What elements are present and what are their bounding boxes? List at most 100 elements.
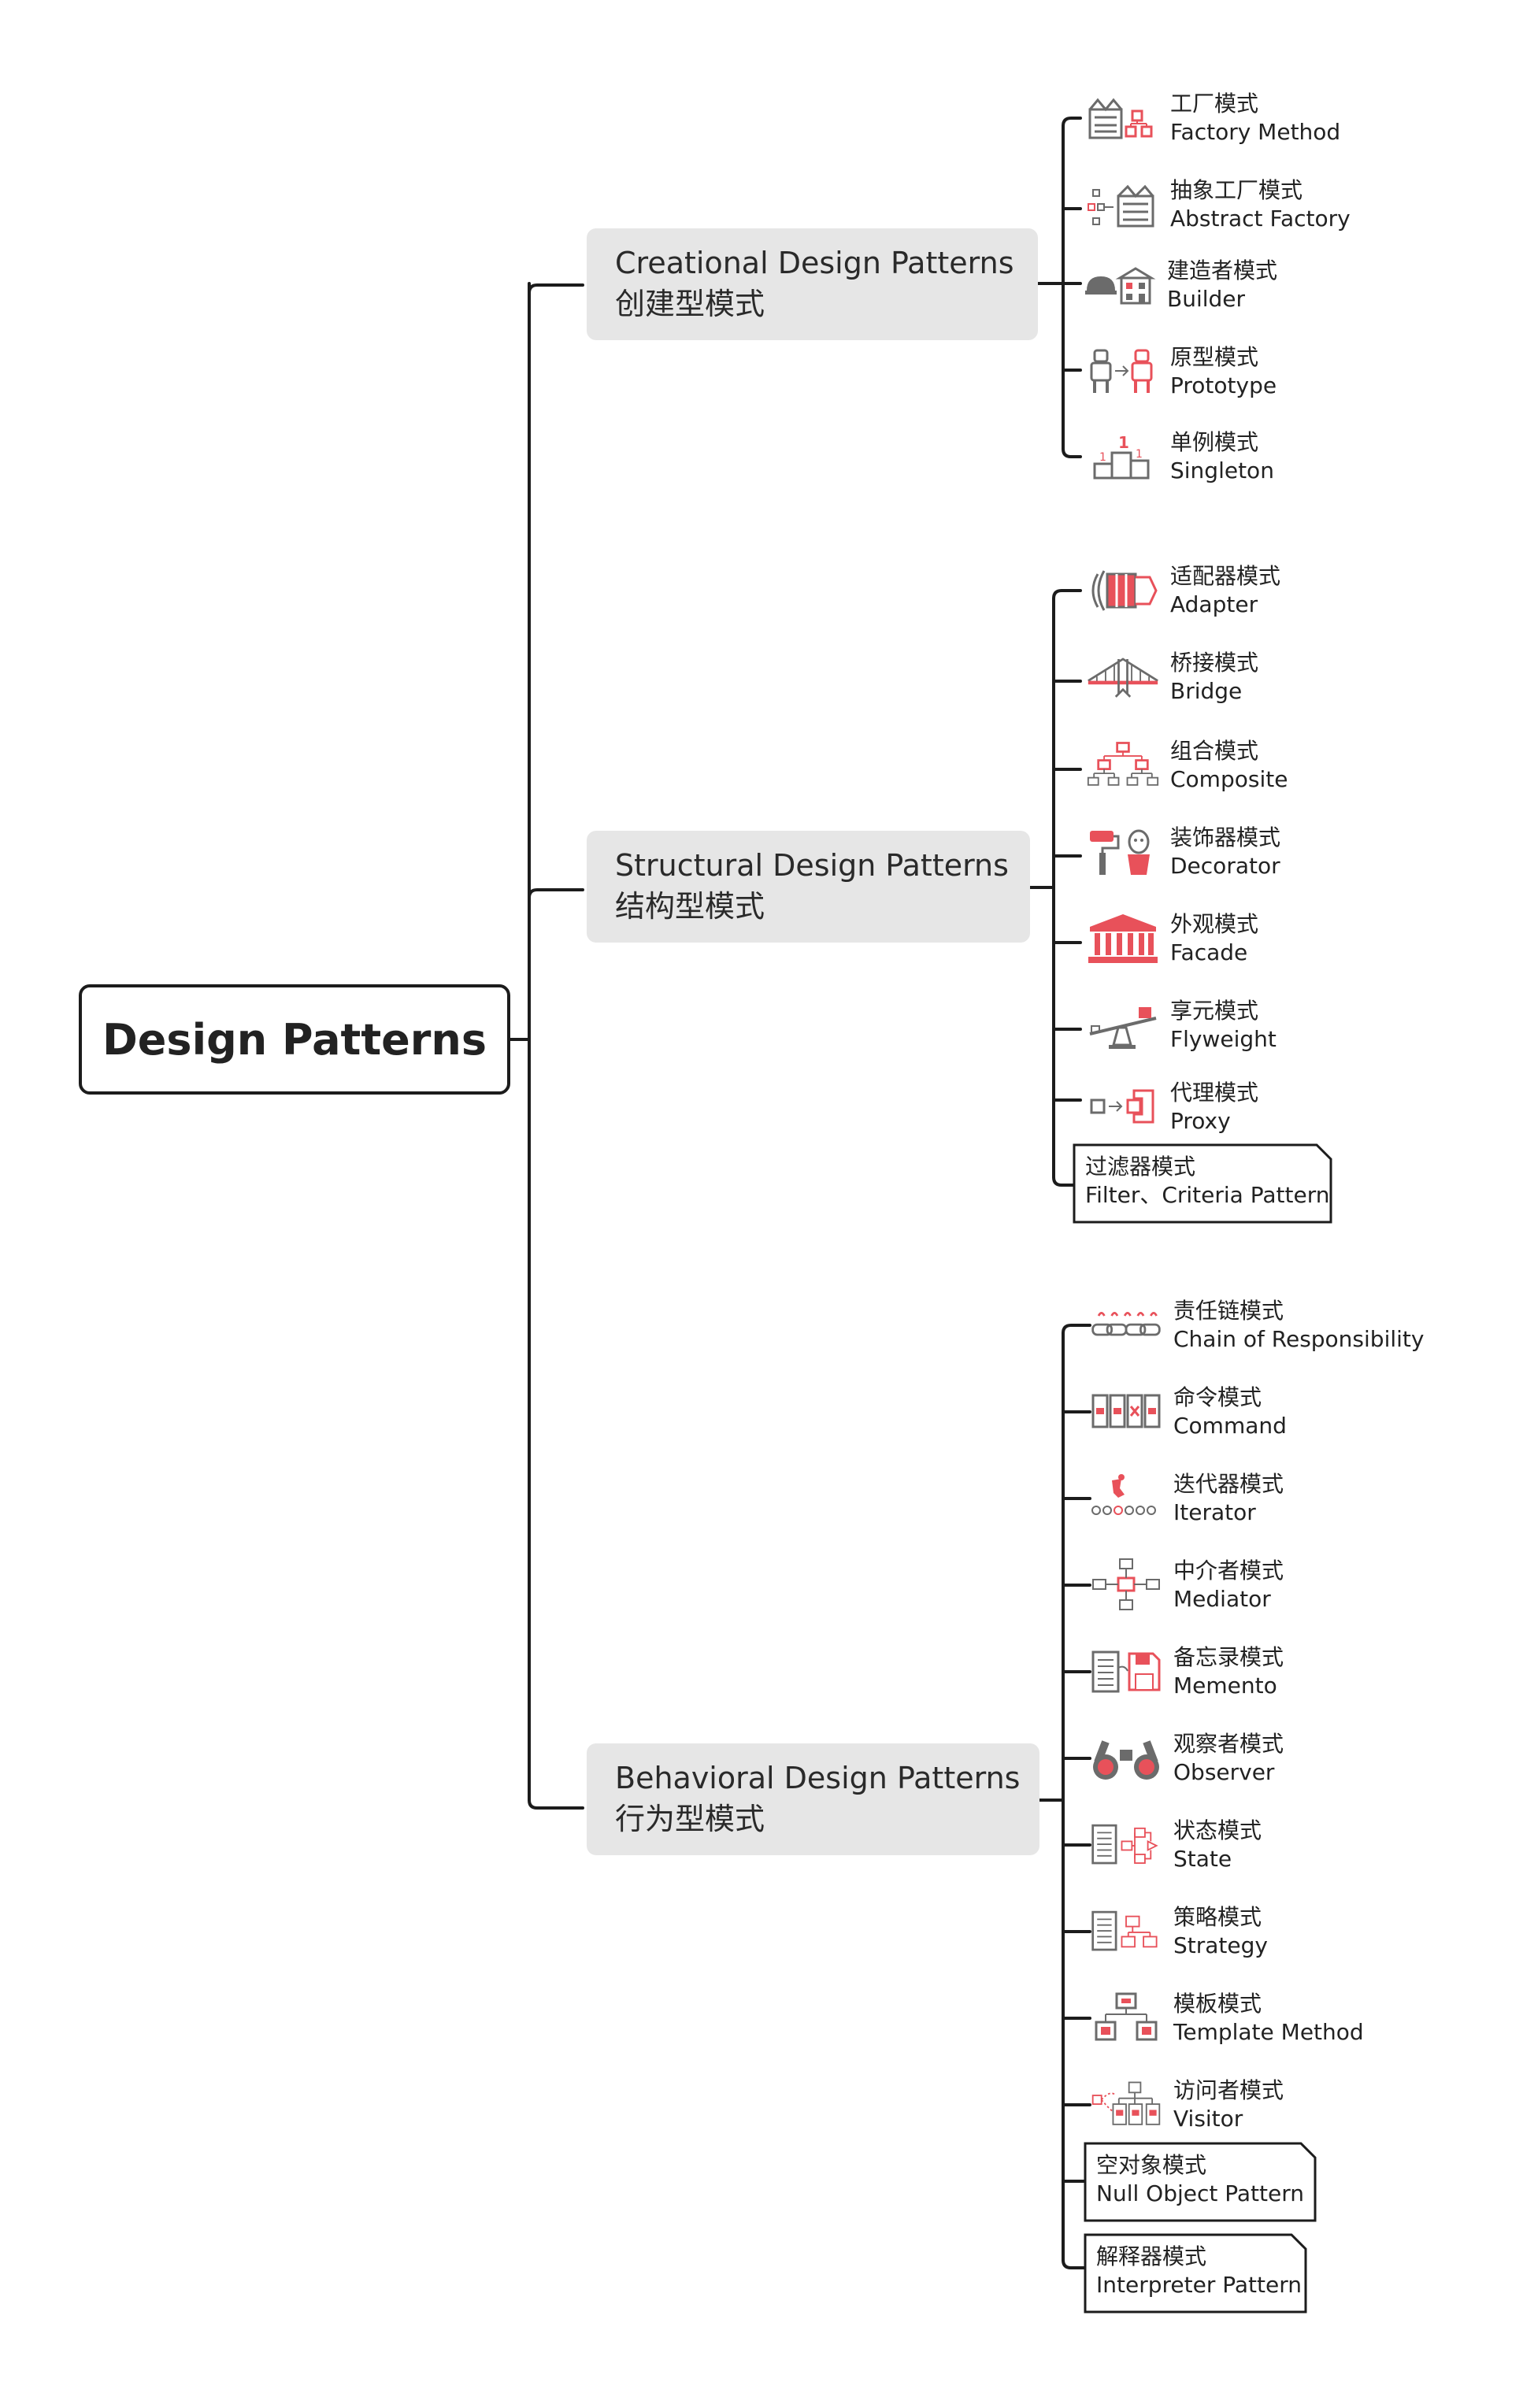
adapter-icon xyxy=(1091,570,1158,611)
leaf-observer[interactable]: 观察者模式 Observer xyxy=(1090,1721,1284,1796)
leaf-mediator[interactable]: 中介者模式 Mediator xyxy=(1090,1547,1284,1623)
leaf-en: Template Method xyxy=(1173,2019,1364,2045)
leaf-zh: 迭代器模式 xyxy=(1173,1471,1284,1497)
strategy-icon xyxy=(1091,1910,1158,1951)
note-null-object[interactable]: 空对象模式 Null Object Pattern xyxy=(1084,2142,1317,2222)
leaf-zh: 中介者模式 xyxy=(1173,1558,1284,1584)
leaf-flyweight[interactable]: 享元模式 Flyweight xyxy=(1087,987,1277,1063)
note-zh: 过滤器模式 xyxy=(1085,1154,1196,1180)
leaf-zh: 备忘录模式 xyxy=(1173,1644,1284,1670)
note-zh: 空对象模式 xyxy=(1096,2152,1207,2178)
singleton-icon: 1 1 1 xyxy=(1093,433,1150,480)
leaf-en: State xyxy=(1173,1846,1232,1872)
leaf-en: Bridge xyxy=(1170,678,1243,704)
category-creational[interactable]: Creational Design Patterns 创建型模式 xyxy=(587,228,1038,340)
leaf-facade[interactable]: 外观模式 Facade xyxy=(1087,901,1258,976)
leaf-en: Facade xyxy=(1170,939,1248,965)
leaf-composite[interactable]: 组合模式 Composite xyxy=(1087,728,1288,803)
root-label: Design Patterns xyxy=(102,1014,487,1065)
svg-text:1: 1 xyxy=(1099,451,1106,464)
leaf-visitor[interactable]: 访问者模式 Visitor xyxy=(1090,2067,1284,2143)
leaf-zh: 代理模式 xyxy=(1170,1080,1259,1106)
note-filter[interactable]: 过滤器模式 Filter、Criteria Pattern xyxy=(1073,1143,1332,1224)
category-structural[interactable]: Structural Design Patterns 结构型模式 xyxy=(587,831,1030,943)
leaf-zh: 建造者模式 xyxy=(1167,257,1278,283)
leaf-zh: 桥接模式 xyxy=(1170,650,1259,676)
leaf-en: Prototype xyxy=(1170,372,1277,398)
prototype-icon xyxy=(1090,349,1153,393)
leaf-memento[interactable]: 备忘录模式 Memento xyxy=(1090,1634,1284,1710)
note-en: Filter、Criteria Pattern xyxy=(1085,1182,1330,1208)
proxy-icon xyxy=(1090,1089,1154,1124)
leaf-zh: 外观模式 xyxy=(1170,911,1259,937)
note-en: Null Object Pattern xyxy=(1096,2180,1304,2206)
decorator-icon xyxy=(1090,829,1150,875)
leaf-zh: 模板模式 xyxy=(1173,1991,1262,2017)
builder-icon xyxy=(1085,267,1156,305)
chain-icon xyxy=(1091,1312,1161,1336)
leaf-prototype[interactable]: 原型模式 Prototype xyxy=(1087,334,1277,409)
leaf-zh: 访问者模式 xyxy=(1173,2077,1284,2103)
category-behavioral[interactable]: Behavioral Design Patterns 行为型模式 xyxy=(587,1743,1039,1855)
svg-text:1: 1 xyxy=(1118,433,1129,452)
svg-text:1: 1 xyxy=(1136,448,1143,461)
leaf-zh: 装饰器模式 xyxy=(1170,824,1281,850)
leaf-zh: 状态模式 xyxy=(1173,1817,1262,1843)
note-en: Interpreter Pattern xyxy=(1096,2272,1302,2298)
leaf-zh: 单例模式 xyxy=(1170,429,1259,455)
category-title-zh: 结构型模式 xyxy=(615,889,765,924)
note-frame xyxy=(1084,2233,1307,2314)
leaf-en: Command xyxy=(1173,1413,1287,1439)
template-icon xyxy=(1095,1992,1158,2041)
note-frame xyxy=(1073,1143,1332,1224)
leaf-en: Singleton xyxy=(1170,458,1274,483)
bridge-icon xyxy=(1088,658,1158,698)
leaf-decorator[interactable]: 装饰器模式 Decorator xyxy=(1087,814,1280,890)
leaf-singleton[interactable]: 1 1 1 单例模式 Singleton xyxy=(1087,419,1274,495)
leaf-zh: 适配器模式 xyxy=(1170,563,1281,589)
leaf-en: Iterator xyxy=(1173,1499,1256,1525)
state-icon xyxy=(1091,1824,1158,1865)
leaf-builder[interactable]: 建造者模式 Builder xyxy=(1084,247,1277,323)
binoculars-icon xyxy=(1093,1740,1159,1780)
leaf-bridge[interactable]: 桥接模式 Bridge xyxy=(1087,639,1258,715)
leaf-zh: 享元模式 xyxy=(1170,998,1259,1024)
category-title-en: Creational Design Patterns xyxy=(615,246,1014,280)
note-zh: 解释器模式 xyxy=(1096,2243,1207,2269)
leaf-zh: 策略模式 xyxy=(1173,1904,1262,1930)
leaf-zh: 责任链模式 xyxy=(1173,1298,1284,1324)
flyweight-icon xyxy=(1089,1007,1157,1049)
leaf-en: Flyweight xyxy=(1170,1026,1277,1052)
composite-icon xyxy=(1087,742,1159,786)
leaf-zh: 观察者模式 xyxy=(1173,1731,1284,1757)
leaf-iterator[interactable]: 迭代器模式 Iterator xyxy=(1090,1461,1284,1536)
root-node[interactable]: Design Patterns xyxy=(79,984,510,1095)
category-title-en: Structural Design Patterns xyxy=(615,848,1009,883)
leaf-en: Strategy xyxy=(1173,1932,1268,1958)
command-icon xyxy=(1091,1394,1161,1428)
factory-icon xyxy=(1088,98,1153,139)
memento-icon xyxy=(1091,1650,1161,1693)
leaf-zh: 原型模式 xyxy=(1170,344,1259,370)
leaf-en: Builder xyxy=(1167,286,1246,312)
leaf-abstract-factory[interactable]: 抽象工厂模式 Abstract Factory xyxy=(1087,167,1351,243)
leaf-state[interactable]: 状态模式 State xyxy=(1090,1807,1262,1883)
leaf-en: Factory Method xyxy=(1170,119,1341,145)
leaf-adapter[interactable]: 适配器模式 Adapter xyxy=(1087,553,1280,628)
leaf-en: Composite xyxy=(1170,766,1288,792)
facade-icon xyxy=(1088,914,1158,963)
leaf-en: Proxy xyxy=(1170,1108,1231,1134)
leaf-factory-method[interactable]: 工厂模式 Factory Method xyxy=(1087,80,1340,156)
leaf-template-method[interactable]: 模板模式 Template Method xyxy=(1090,1980,1364,2056)
leaf-strategy[interactable]: 策略模式 Strategy xyxy=(1090,1894,1268,1969)
leaf-en: Mediator xyxy=(1173,1586,1271,1612)
note-interpreter[interactable]: 解释器模式 Interpreter Pattern xyxy=(1084,2233,1307,2314)
leaf-command[interactable]: 命令模式 Command xyxy=(1090,1374,1287,1450)
visitor-icon xyxy=(1091,2081,1161,2125)
leaf-en: Decorator xyxy=(1170,853,1280,879)
leaf-proxy[interactable]: 代理模式 Proxy xyxy=(1087,1069,1258,1145)
note-frame xyxy=(1084,2142,1317,2222)
leaf-chain-of-responsibility[interactable]: 责任链模式 Chain of Responsibility xyxy=(1090,1287,1424,1363)
leaf-zh: 工厂模式 xyxy=(1170,91,1259,117)
